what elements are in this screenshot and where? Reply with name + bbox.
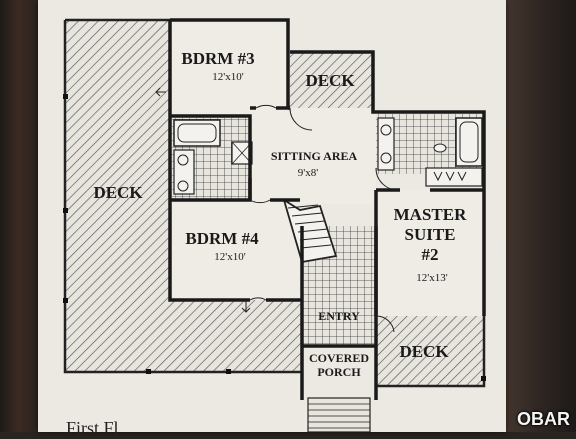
- bdrm4-area: [170, 200, 302, 300]
- deck-left-label: DECK: [93, 183, 143, 202]
- floor-caption: First Fl: [66, 418, 119, 438]
- arrow-left: [155, 87, 166, 97]
- bdrm3-label: BDRM #3: [181, 49, 254, 68]
- floor-plan: BDRM #3 12'x10' DECK DECK DECK SITTING A…: [63, 18, 486, 432]
- sitting-area: [250, 108, 376, 204]
- toilet-right: [433, 143, 447, 153]
- sitting-area-dims: 9'x8': [298, 167, 318, 179]
- door-swings: [249, 104, 401, 333]
- porch-steps: [307, 397, 371, 432]
- bdrm3-area: [170, 20, 288, 116]
- closet-right: [425, 167, 483, 187]
- background-left: [0, 0, 40, 432]
- master-suite-line3: #2: [422, 245, 439, 264]
- arrow-down: [241, 300, 251, 313]
- deck-top-area: [290, 52, 373, 108]
- sitting-area-label: SITTING AREA: [271, 149, 358, 163]
- entry-label: ENTRY: [318, 309, 360, 323]
- covered-porch-line1: COVERED: [309, 351, 369, 365]
- master-suite-line1: MASTER: [394, 205, 467, 224]
- brochure-page: BDRM #3 12'x10' DECK DECK DECK SITTING A…: [38, 0, 506, 432]
- bdrm3-dims: 12'x10': [212, 71, 243, 83]
- deck-posts: [63, 94, 486, 381]
- master-suite-line2: SUITE: [404, 225, 455, 244]
- background-right: [496, 0, 576, 432]
- covered-porch-line2: PORCH: [317, 365, 361, 379]
- master-suite-area: [376, 190, 484, 316]
- vanity-left: [173, 149, 195, 195]
- deck-bottom-label: DECK: [399, 342, 449, 361]
- master-suite-dims: 12'x13': [416, 272, 447, 284]
- bdrm4-dims: 12'x10': [214, 251, 245, 263]
- deck-bottom-area: [376, 316, 484, 386]
- vanity-right: [377, 117, 395, 171]
- obar-watermark: OBAR: [517, 409, 570, 429]
- deck-top-label: DECK: [305, 71, 355, 90]
- bdrm4-label: BDRM #4: [185, 229, 259, 248]
- deck-lower-left-area: [65, 300, 302, 372]
- deck-border: [63, 18, 486, 388]
- walls: [168, 18, 486, 400]
